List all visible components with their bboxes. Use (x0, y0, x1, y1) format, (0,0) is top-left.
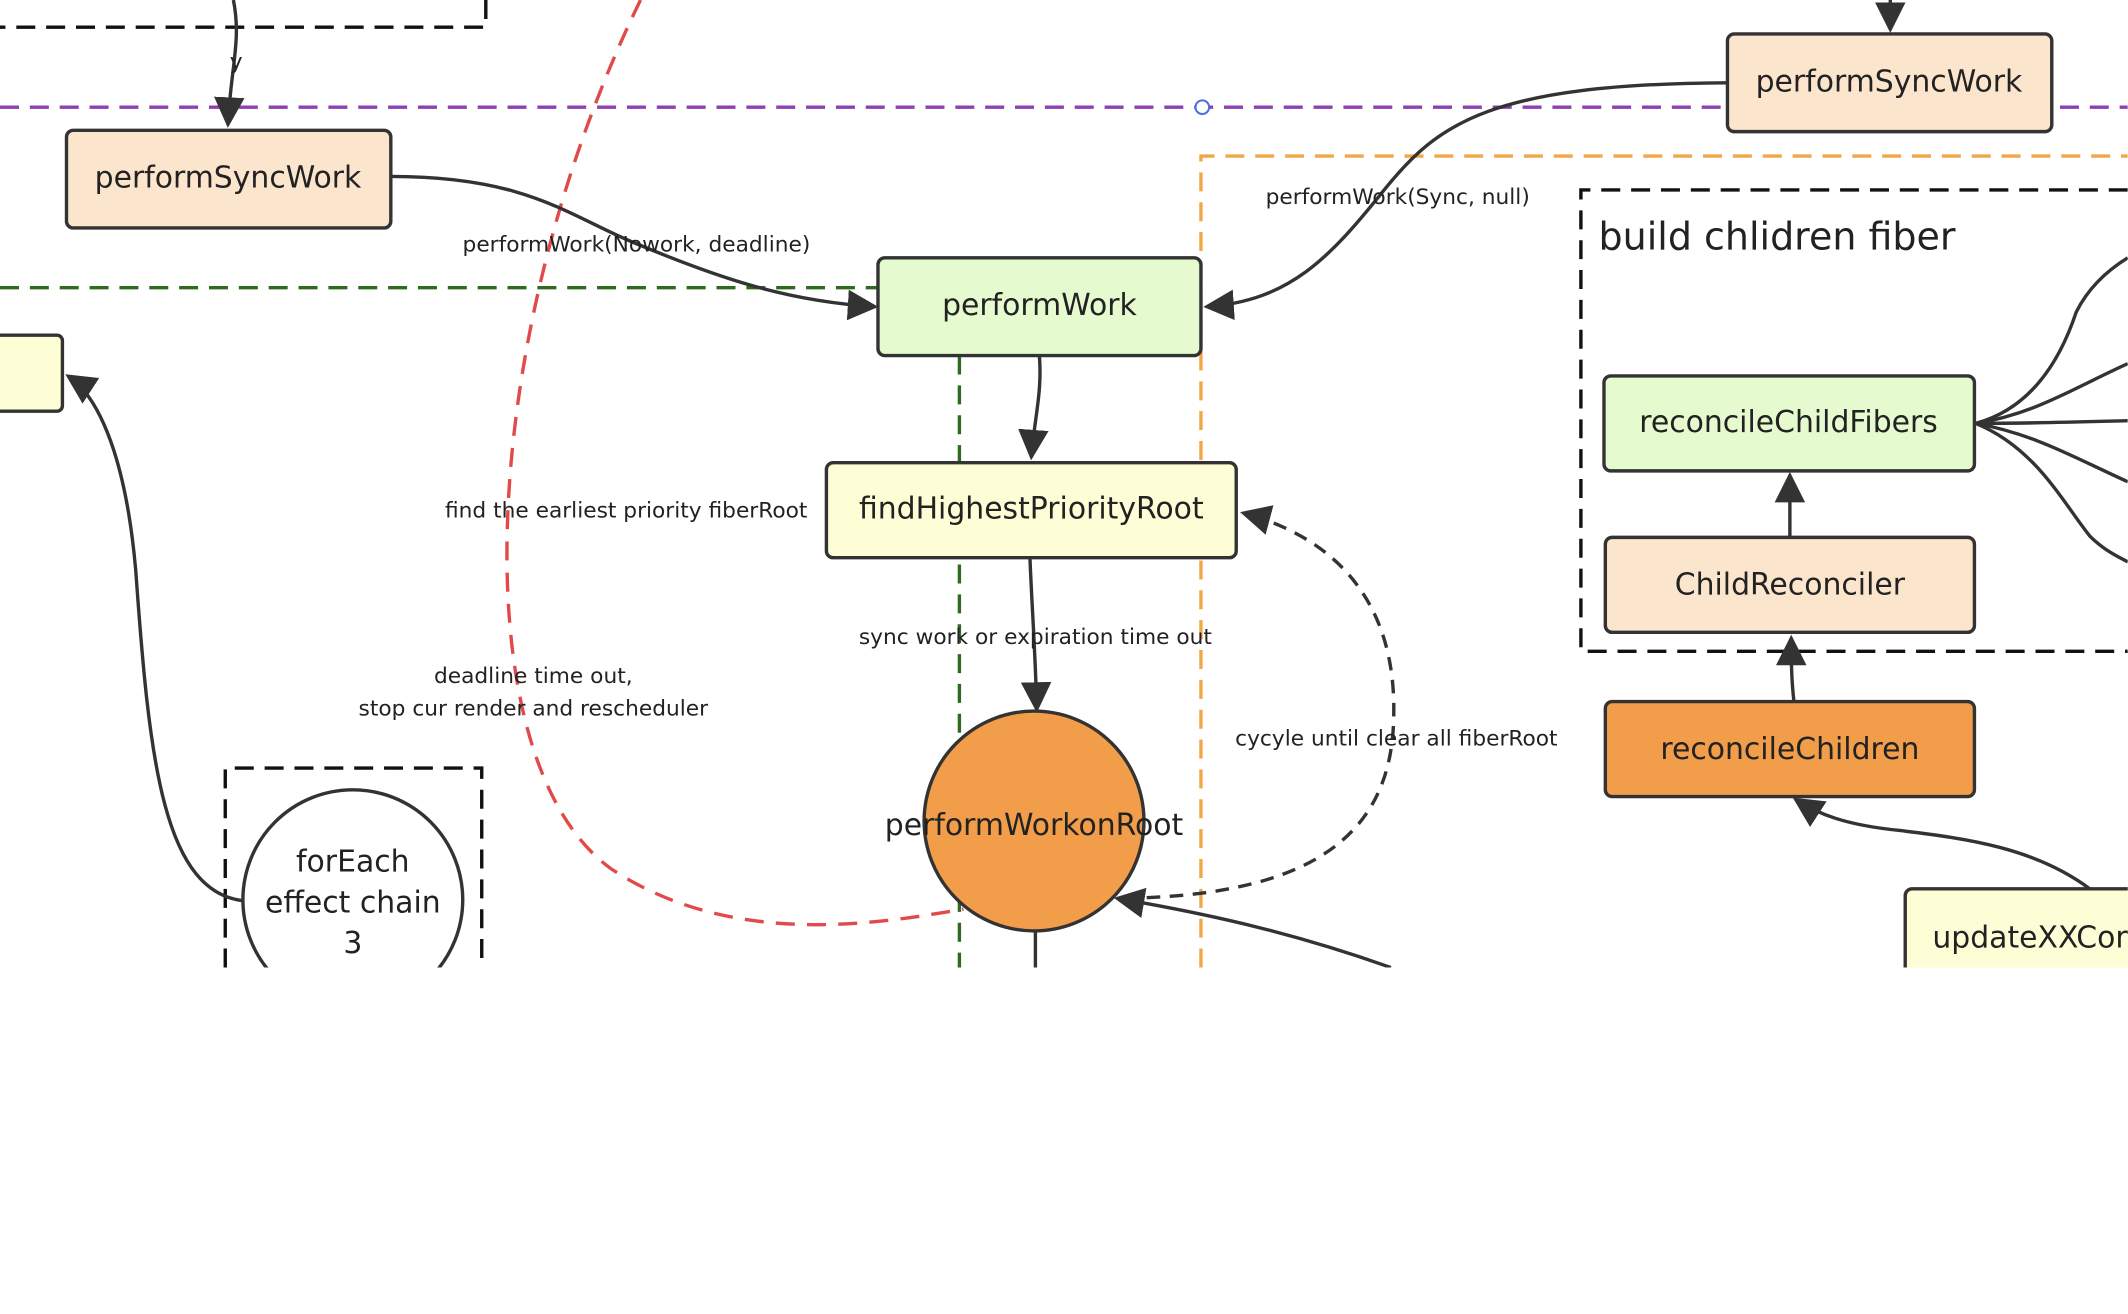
perform-sync-work-left-label: performSyncWork (95, 161, 362, 196)
sync-or-timeout-label: sync work or expiration time out (859, 625, 1212, 650)
for-each-line1: forEach (296, 845, 410, 880)
for-each-line3: 3 (343, 926, 362, 961)
top-y-label: y (230, 49, 243, 74)
nowork-deadline-label: performWork(Nowork, deadline) (463, 233, 811, 258)
perform-sync-work-left-node[interactable]: performSyncWork (64, 128, 393, 230)
edge-find-to-perform-on-root (1020, 557, 1052, 713)
deadline-line1-label: deadline time out, (434, 664, 633, 689)
perform-work-node[interactable]: performWork (876, 256, 1203, 358)
edge-perform-work-to-find (1018, 356, 1049, 461)
perform-sync-work-right-node[interactable]: performSyncWork (1725, 32, 2054, 134)
edge-sync-right-to-perform-work (1203, 81, 1727, 321)
perform-work-label: performWork (942, 288, 1137, 323)
amber-dashed-group (1199, 154, 2128, 968)
find-highest-label: findHighestPriorityRoot (859, 492, 1204, 527)
flow-diagram: performSyncWork performSyncWork performW… (0, 0, 2128, 968)
reconcile-child-fibers-label: reconcileChildFibers (1639, 405, 1938, 440)
for-each-line2: effect chain (265, 885, 441, 920)
for-each-group-border (223, 766, 484, 968)
edge-update-to-reconcile-children (1792, 797, 2091, 891)
perform-sync-work-right-label: performSyncWork (1756, 64, 2023, 99)
sync-null-label: performWork(Sync, null) (1266, 185, 1530, 210)
build-children-group-border (1579, 188, 2128, 654)
cycle-until-label: cycyle until clear all fiberRoot (1235, 727, 1557, 752)
perform-work-on-root-node[interactable]: performWorkonRoot (885, 709, 1183, 933)
find-earliest-label: find the earliest priority fiberRoot (445, 499, 807, 524)
perform-work-on-root-label: performWorkonRoot (885, 808, 1183, 843)
divider-handle[interactable] (1194, 99, 1211, 116)
fan-out-edges (1975, 256, 2128, 564)
fan-edge-3 (1975, 418, 2128, 426)
child-reconciler-node[interactable]: ChildReconciler (1603, 535, 1977, 635)
edge-top-to-left-sync (214, 0, 245, 128)
left-clipped-node[interactable] (0, 333, 65, 413)
child-reconciler-label: ChildReconciler (1675, 568, 1906, 603)
edge-for-each-to-left-box (65, 374, 248, 903)
reconcile-child-fibers-node[interactable]: reconcileChildFibers (1602, 374, 1977, 473)
edge-reconcile-children-to-child-reconciler (1775, 634, 1807, 702)
update-xx-label: updateXXCom (1932, 921, 2127, 956)
reconcile-children-label: reconcileChildren (1660, 732, 1919, 767)
fan-edge-4 (1975, 421, 2128, 484)
deadline-line2-label: stop cur render and rescheduler (359, 697, 709, 722)
green-dashed-group (0, 285, 962, 968)
build-children-title: build chlidren fiber (1599, 214, 1956, 258)
for-each-effect-chain-node[interactable]: forEach effect chain 3 (241, 788, 465, 968)
fan-edge-2 (1975, 362, 2128, 426)
find-highest-priority-root-node[interactable]: findHighestPriorityRoot (824, 461, 1238, 560)
top-left-dashed-group (0, 0, 488, 29)
edge-sync-left-to-perform-work (390, 174, 879, 321)
fan-edge-5 (1975, 421, 2128, 564)
update-xx-component-node[interactable]: updateXXCom (1903, 887, 2128, 968)
reconcile-children-node[interactable]: reconcileChildren (1603, 699, 1977, 799)
fan-edge-1 (1975, 256, 2128, 426)
edge-bottom-to-perform-on-root (1113, 887, 1392, 968)
deadline-timeout-arc (505, 0, 964, 927)
edge-cycle-until-clear (1123, 505, 1396, 901)
